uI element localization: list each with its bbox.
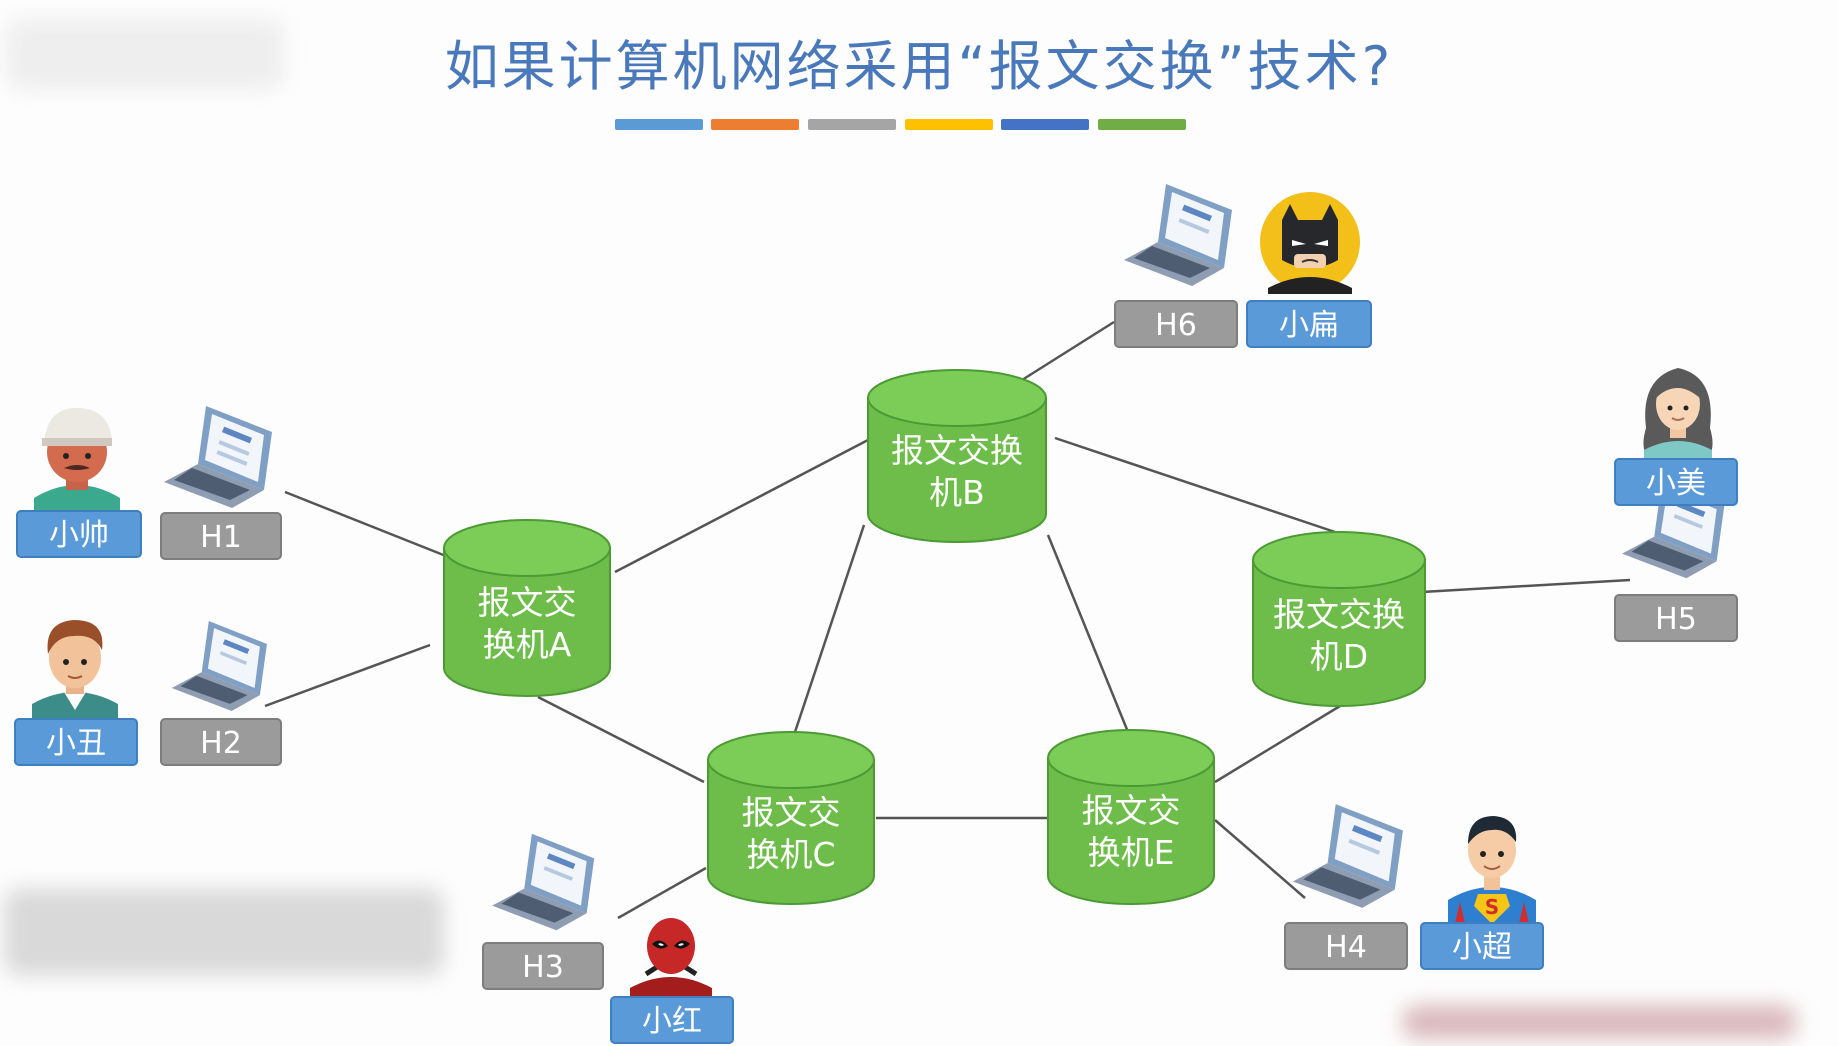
avatar-xiaochao-icon: S bbox=[1446, 808, 1538, 928]
link-a-b bbox=[614, 438, 869, 574]
slide-title: 如果计算机网络采用“报文交换”技术? bbox=[444, 35, 1394, 98]
link-b-h6 bbox=[1021, 320, 1115, 382]
switch-e: 报文交 换机E bbox=[1046, 728, 1216, 906]
laptop-icon-h4 bbox=[1290, 800, 1412, 912]
user-label-xiaobian: 小扁 bbox=[1246, 300, 1372, 348]
host-label-h6: H6 bbox=[1114, 300, 1238, 348]
link-d-e bbox=[1214, 704, 1341, 784]
switch-b-label-line1: 报文交换 bbox=[891, 431, 1023, 470]
user-label-xiaochao: 小超 bbox=[1420, 922, 1544, 970]
laptop-icon-h2 bbox=[170, 616, 274, 716]
host-label-h4: H4 bbox=[1284, 922, 1408, 970]
laptop-icon-h6 bbox=[1122, 180, 1240, 290]
switch-e-label-line2: 换机E bbox=[1087, 833, 1175, 872]
link-b-e bbox=[1046, 534, 1130, 733]
switch-d-label-line1: 报文交换 bbox=[1273, 595, 1405, 634]
color-strip-1 bbox=[615, 119, 703, 130]
avatar-xiaoshuai-icon bbox=[28, 402, 126, 516]
color-strip-5 bbox=[1001, 119, 1089, 130]
svg-text:S: S bbox=[1485, 895, 1499, 919]
link-c-h3 bbox=[617, 866, 707, 920]
host-label-h5: H5 bbox=[1614, 594, 1738, 642]
switch-e-label-line1: 报文交 bbox=[1081, 791, 1181, 830]
user-label-xiaoshuai: 小帅 bbox=[16, 510, 142, 558]
user-label-xiaohong: 小红 bbox=[610, 996, 734, 1044]
host-label-h2: H2 bbox=[160, 718, 282, 766]
avatar-xiaohong-icon bbox=[626, 914, 716, 1004]
switch-b-label-line2: 机B bbox=[929, 473, 985, 512]
switch-a-label-line1: 报文交 bbox=[477, 583, 577, 622]
link-b-c bbox=[793, 524, 866, 733]
laptop-icon-h1 bbox=[162, 402, 280, 512]
color-strip-2 bbox=[711, 119, 799, 130]
blurred-watermark-bottom-left bbox=[4, 888, 444, 976]
user-label-xiaochou: 小丑 bbox=[14, 718, 138, 766]
switch-a-label-line2: 换机A bbox=[482, 625, 572, 664]
link-h2-a bbox=[264, 643, 431, 708]
switch-c: 报文交 换机C bbox=[706, 730, 876, 906]
avatar-xiaochou-icon bbox=[28, 614, 122, 722]
switch-d: 报文交换 机D bbox=[1251, 530, 1427, 708]
link-h1-a bbox=[284, 490, 447, 558]
link-d-h5 bbox=[1421, 578, 1631, 594]
host-label-h3: H3 bbox=[482, 942, 604, 990]
link-b-d bbox=[1054, 436, 1336, 534]
color-strip-6 bbox=[1098, 119, 1186, 130]
avatar-xiaomei-icon bbox=[1636, 358, 1720, 464]
switch-a: 报文交 换机A bbox=[442, 518, 612, 698]
color-strip-4 bbox=[905, 119, 993, 130]
link-a-c bbox=[537, 695, 705, 784]
laptop-icon-h3 bbox=[490, 830, 602, 934]
color-strip-3 bbox=[808, 119, 896, 130]
host-label-h1: H1 bbox=[160, 512, 282, 560]
blurred-watermark-bottom-right bbox=[1402, 1005, 1797, 1039]
link-e-h4 bbox=[1214, 819, 1306, 899]
switch-c-label-line2: 换机C bbox=[746, 835, 836, 874]
blurred-watermark-top-left bbox=[6, 18, 284, 90]
avatar-xiaobian-icon bbox=[1258, 190, 1362, 294]
user-label-xiaomei: 小美 bbox=[1614, 458, 1738, 506]
switch-b: 报文交换 机B bbox=[866, 368, 1048, 544]
switch-d-label-line2: 机D bbox=[1309, 637, 1369, 676]
switch-c-label-line1: 报文交 bbox=[741, 793, 841, 832]
